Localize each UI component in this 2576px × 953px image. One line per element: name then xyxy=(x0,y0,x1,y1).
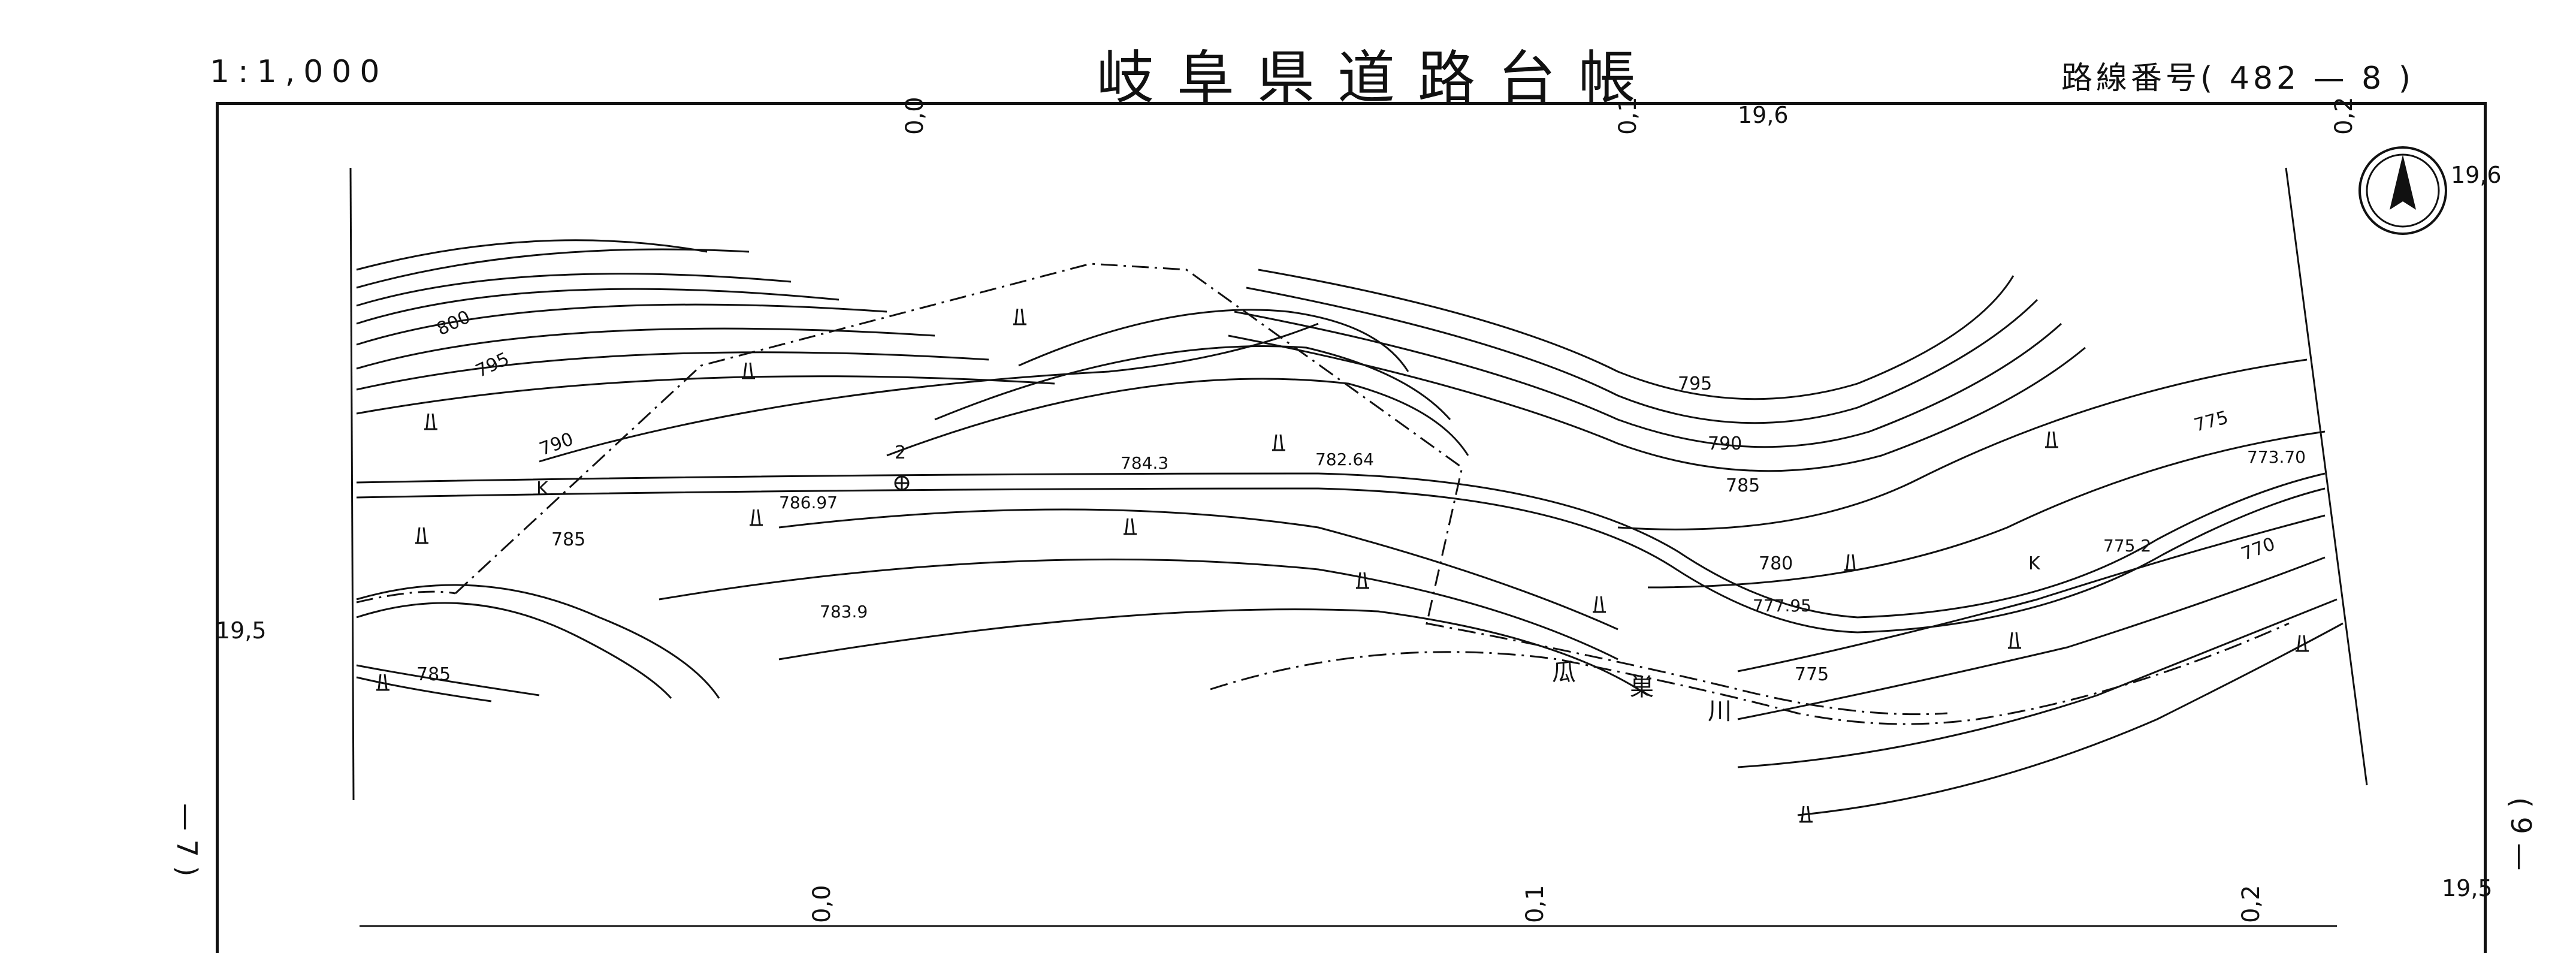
contour-label: 775 xyxy=(2192,407,2230,436)
road-mark: K xyxy=(2028,553,2041,574)
contour-label: 785 xyxy=(551,529,585,550)
route-number-label: 路線番号 xyxy=(2061,61,2201,96)
river-urasu xyxy=(1210,622,2290,725)
next-sheet-ref: ( 9 — xyxy=(2505,797,2537,871)
contour-label: 785 xyxy=(416,664,451,685)
contour-label: 790 xyxy=(537,429,576,460)
north-arrow xyxy=(2358,146,2447,235)
contour-label: 785 xyxy=(1726,475,1760,496)
contour-label: 795 xyxy=(473,348,513,382)
river-name-char: 巣 xyxy=(1630,674,1654,701)
map-frame xyxy=(216,102,2487,953)
spot-height: 784.3 xyxy=(1121,453,1168,473)
contour-label: 800 xyxy=(434,306,474,340)
benchmark-number: 2 xyxy=(895,442,906,463)
route-number: 路線番号( 482 — 8 ) xyxy=(2061,53,2414,98)
contours-lower-left xyxy=(356,584,720,702)
spot-heights: 786.97 784.3 782.64 783.9 777.95 775.2 7… xyxy=(779,447,2306,622)
chainage-bottom-1: 0,1 xyxy=(1521,885,1549,923)
river-name-char: 瓜 xyxy=(1552,659,1576,686)
contours-upper-right xyxy=(1228,269,2326,589)
road-mark: K xyxy=(536,478,549,499)
contour-label: 780 xyxy=(1759,553,1793,574)
spot-height: 786.97 xyxy=(779,493,838,512)
boundary-left xyxy=(349,167,355,801)
chainage-top: 0,0 0,1 0,2 xyxy=(901,96,2358,135)
map-title: 岐阜県道路台帳 xyxy=(1097,44,1659,111)
grid-label-19-6-top: 19,6 xyxy=(1738,102,1789,128)
land-use-symbols xyxy=(376,308,2309,823)
prev-sheet-ref: — 7 ) xyxy=(171,803,203,877)
chainage-bottom: 0,0 0,1 0,2 xyxy=(808,885,2265,923)
spot-height: 777.95 xyxy=(1753,596,1811,616)
chainage-bottom-0: 0,0 xyxy=(808,885,836,923)
spot-height: 775.2 xyxy=(2103,536,2151,556)
contours-upper-left xyxy=(356,239,1319,463)
river-name-char: 川 xyxy=(1708,698,1732,725)
contours-lower-right xyxy=(1737,514,2344,816)
contour-labels: 800 795 790 785 785 795 790 785 780 775 … xyxy=(416,306,2278,685)
benchmark-symbol xyxy=(894,475,910,491)
grid-label-19-6-right: 19,6 xyxy=(2451,162,2502,188)
road-main xyxy=(356,472,2326,634)
spot-height: 773.70 xyxy=(2247,447,2306,467)
contour-label: 790 xyxy=(1708,433,1742,454)
contours-central-ridge xyxy=(659,309,1648,696)
chainage-top-1: 0,1 xyxy=(1614,96,1642,135)
grid-label-19-5-left: 19,5 xyxy=(216,617,267,644)
spot-height: 783.9 xyxy=(820,602,868,622)
boundary-right xyxy=(2285,167,2368,786)
contour-label: 775 xyxy=(1795,664,1829,685)
contour-label: 795 xyxy=(1678,373,1712,394)
river-name: 瓜 巣 川 xyxy=(1552,659,1732,725)
parcel-boundaries xyxy=(356,263,1463,627)
chainage-bottom-2: 0,2 xyxy=(2237,885,2265,923)
contour-label: 770 xyxy=(2239,533,2278,565)
route-number-value: ( 482 — 8 ) xyxy=(2200,61,2415,96)
spot-height: 782.64 xyxy=(1315,450,1374,469)
chainage-top-2: 0,2 xyxy=(2330,96,2358,135)
chainage-top-0: 0,0 xyxy=(901,96,929,135)
grid-label-19-5-right: 19,5 xyxy=(2442,875,2493,901)
map-scale: 1:1,000 xyxy=(210,54,388,90)
